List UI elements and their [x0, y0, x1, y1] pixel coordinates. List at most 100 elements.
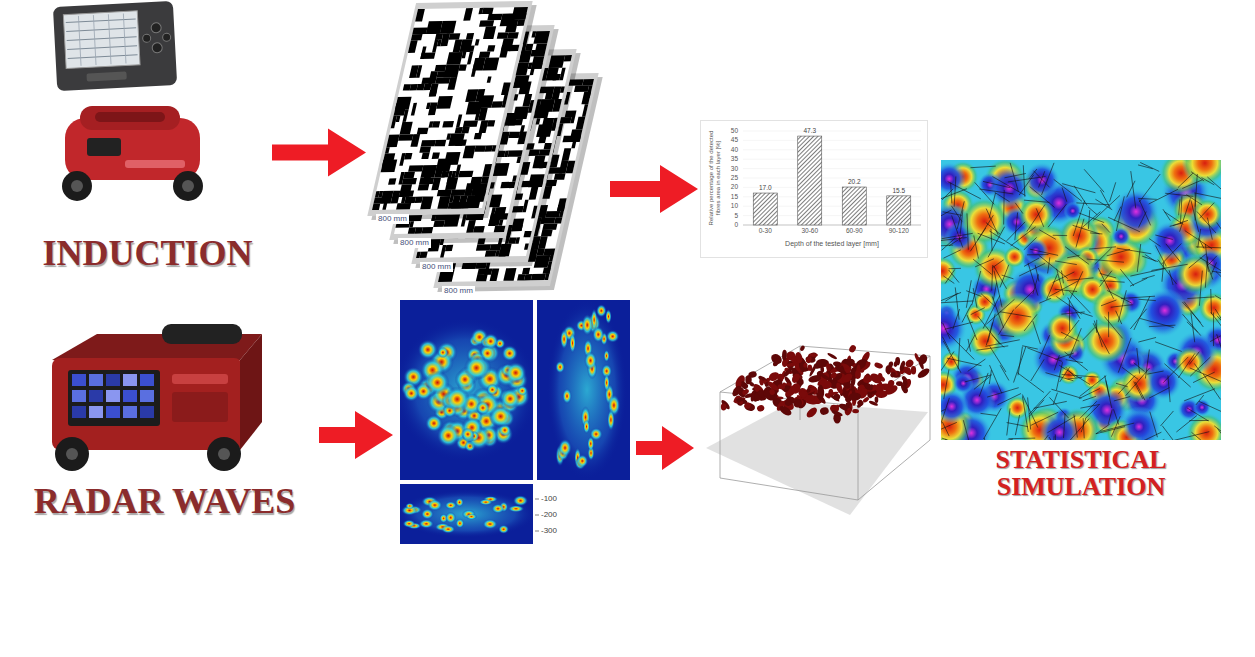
fibre-line [962, 304, 971, 322]
fibre-pixel [409, 221, 414, 227]
fibre-pixel [551, 118, 557, 131]
fibre-line [1118, 290, 1126, 322]
fibre-line [1189, 352, 1199, 365]
fibre-line [1216, 272, 1221, 290]
fibre-line [1045, 373, 1073, 381]
fibre-line [1116, 383, 1128, 386]
fibre-line [1084, 169, 1104, 192]
fibre-pixel [404, 197, 416, 203]
fibre-pixel [570, 117, 575, 123]
wireframe-edge [858, 440, 930, 500]
screen-cell [89, 406, 103, 418]
fibre-line [1151, 264, 1187, 270]
fibre-blob [819, 406, 830, 416]
fibre-line [1002, 275, 1014, 279]
fibre-pixel [423, 84, 431, 90]
tablet-body [53, 1, 177, 91]
scanner-wheel [62, 171, 92, 201]
fibre-pixel [530, 63, 536, 76]
fibre-pixel [386, 134, 399, 147]
fibre-line [1122, 367, 1138, 379]
screen-cell [106, 406, 120, 418]
heat-blob [604, 349, 610, 362]
fibre-pixel [451, 190, 466, 197]
fibre-line [1027, 205, 1045, 232]
illustration-panel: RADAR WAVES [12, 322, 317, 572]
view-divider [400, 481, 630, 483]
fibre-blob [875, 390, 888, 399]
scanner-wheel [55, 437, 89, 471]
fibre-pixel [415, 227, 423, 233]
fibre-line [1130, 269, 1165, 277]
fibre-pixel [471, 64, 477, 77]
fibre-line [1000, 335, 1014, 336]
fibre-blob [799, 390, 807, 398]
fibre-pixel [463, 146, 476, 159]
fibre-pixel [571, 136, 577, 149]
fibre-pixel [412, 28, 427, 35]
fibre-blob [848, 344, 857, 354]
heatmap-plan-blobs [400, 318, 533, 462]
fibre-line [1191, 432, 1216, 440]
fibre-line [942, 189, 953, 200]
fibre-pixel [534, 255, 551, 268]
fibre-line [943, 212, 962, 216]
heat-blob [517, 385, 528, 396]
fibre-pixel [545, 93, 553, 99]
fibre-line [1176, 416, 1196, 432]
fibre-pixel [461, 127, 469, 133]
fibre-blob [720, 399, 731, 411]
fibre-line [941, 351, 954, 375]
fibre-line [941, 189, 967, 202]
heat-blob [466, 513, 478, 519]
fibre-pixel [385, 147, 390, 153]
fibre-line [1030, 187, 1055, 208]
fibre-pixel [459, 64, 467, 70]
fibre-pixel [474, 145, 486, 151]
fibre-line [1155, 246, 1166, 267]
fibre-line [967, 315, 977, 340]
category-label: 0-30 [759, 227, 772, 235]
fibre-line [941, 210, 951, 218]
heat-glow [547, 300, 627, 480]
fibre-line [1079, 213, 1104, 223]
fibre-pixel [462, 46, 468, 59]
fibre-line [1190, 357, 1210, 376]
data-bar [842, 187, 866, 225]
scanner-stripe [125, 160, 185, 168]
fibre-line [1029, 391, 1050, 414]
fibre-line [1034, 401, 1067, 408]
wheel-hub [71, 180, 83, 192]
tablet-button [152, 43, 163, 54]
fibre-line [1033, 321, 1041, 344]
fibre-line [1028, 263, 1038, 296]
dense-region [1018, 196, 1055, 233]
fibre-line [1158, 260, 1177, 285]
fibre-line [1047, 416, 1075, 433]
fibre-line [1049, 437, 1057, 440]
fibre-line [957, 201, 964, 229]
fibre-line [1094, 321, 1102, 348]
radar-heatmap [395, 298, 635, 548]
fibre-pixel [410, 134, 420, 147]
fibre-pixel [566, 161, 576, 174]
heat-blob [479, 499, 493, 505]
fibre-line [1215, 309, 1221, 320]
fibre-pixel [426, 27, 441, 34]
fibre-line [1138, 299, 1155, 300]
fibre-line [1150, 412, 1158, 438]
heat-blob [604, 374, 610, 392]
fibre-pixel [532, 181, 544, 187]
fibre-line [1019, 175, 1034, 195]
heat-blob [583, 419, 590, 434]
fibre-line [1134, 382, 1143, 399]
fibre-pixel [437, 190, 452, 197]
fibre-pixel [440, 33, 450, 46]
fibre-pixel [402, 109, 408, 122]
fibre-pixel [485, 250, 497, 256]
map-ground [372, 7, 528, 210]
heat-blob [576, 454, 588, 468]
fibre-pixel [419, 178, 434, 185]
fibre-line [1201, 178, 1214, 185]
fibre-pixel [517, 132, 527, 145]
